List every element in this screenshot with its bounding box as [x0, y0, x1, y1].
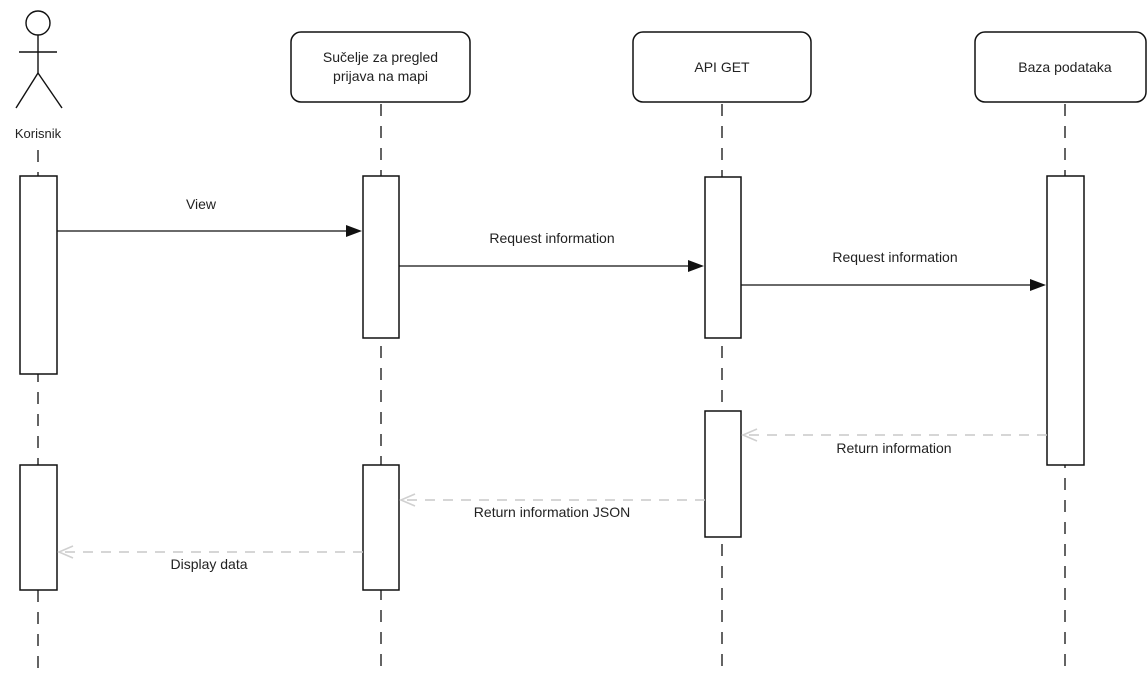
participant-ui[interactable]: Sučelje za pregled prijava na mapi — [290, 31, 471, 103]
message-display-data[interactable]: Display data — [56, 545, 363, 572]
open-arrowhead-icon — [740, 428, 758, 442]
activation-ui-1 — [362, 175, 400, 339]
participant-ui-label-line2: prijava na mapi — [333, 68, 428, 84]
message-display-data-label: Display data — [170, 556, 247, 572]
message-view[interactable]: View — [57, 196, 362, 237]
message-return-api-ui[interactable]: Return information JSON — [398, 493, 705, 520]
activation-api-2 — [704, 410, 742, 538]
stick-figure-icon — [15, 10, 63, 109]
open-arrowhead-icon — [56, 545, 74, 559]
filled-arrowhead-icon — [346, 225, 362, 237]
filled-arrowhead-icon — [688, 260, 704, 272]
activation-db-1 — [1046, 175, 1085, 466]
participant-ui-label-line1: Sučelje za pregled — [323, 49, 438, 65]
message-request-ui-api-label: Request information — [489, 230, 614, 246]
activation-ui-2 — [362, 464, 400, 591]
message-view-label: View — [186, 196, 217, 212]
participant-db-label: Baza podataka — [1018, 59, 1112, 75]
message-request-api-db-label: Request information — [832, 249, 957, 265]
participant-api-label: API GET — [694, 59, 750, 75]
participant-db[interactable]: Baza podataka — [974, 31, 1147, 103]
filled-arrowhead-icon — [1030, 279, 1046, 291]
message-return-api-ui-label: Return information JSON — [474, 504, 630, 520]
message-return-db-api-label: Return information — [836, 440, 951, 456]
message-request-api-db[interactable]: Request information — [741, 249, 1046, 291]
activation-korisnik-2 — [19, 464, 58, 591]
message-return-db-api[interactable]: Return information — [740, 428, 1047, 456]
activation-api-1 — [704, 176, 742, 339]
actor-korisnik[interactable]: Korisnik — [15, 10, 63, 141]
participant-api[interactable]: API GET — [632, 31, 812, 103]
actor-label: Korisnik — [15, 126, 62, 141]
message-request-ui-api[interactable]: Request information — [399, 230, 704, 272]
open-arrowhead-icon — [398, 493, 416, 507]
activation-korisnik-1 — [19, 175, 58, 375]
